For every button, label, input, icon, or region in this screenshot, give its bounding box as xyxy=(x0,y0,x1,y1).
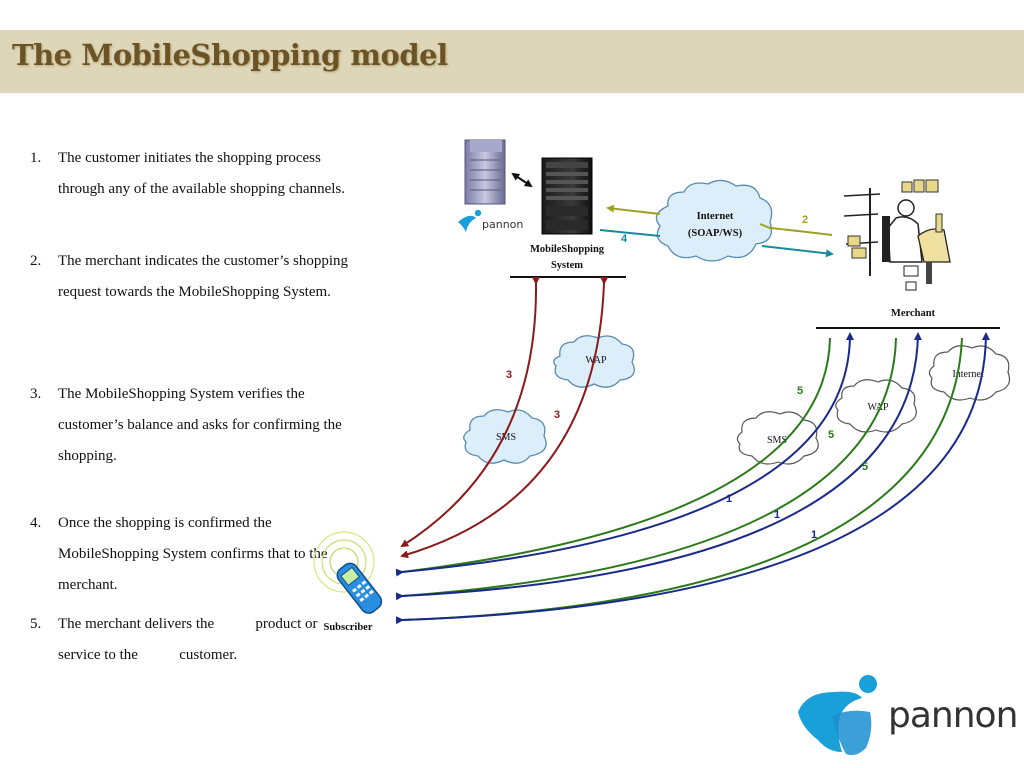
internet-soap-label-1: Internet xyxy=(697,211,734,222)
subscriber-label: Subscriber xyxy=(323,622,372,633)
flow-arrow-5c xyxy=(401,337,963,621)
pannon-small-logo-icon: pannon xyxy=(458,209,523,232)
step-number-label-3b: 3 xyxy=(554,409,560,421)
step-number-label-1a: 1 xyxy=(726,493,732,505)
step-number-label-3a: 3 xyxy=(506,369,512,381)
step-number-label-1c: 1 xyxy=(811,529,817,541)
flow-arrow-4 xyxy=(599,229,832,254)
step-number-label-1b: 1 xyxy=(774,509,780,521)
title-bar: The MobileShopping model xyxy=(0,30,1024,93)
internet-soap-cloud-icon xyxy=(655,179,773,262)
mobile-phone-icon xyxy=(313,531,383,614)
step-number-label-2: 2 xyxy=(802,214,808,226)
pannon-logo-icon xyxy=(798,675,877,756)
step-number-label-4: 4 xyxy=(621,233,628,245)
step-number-label-5c: 5 xyxy=(862,461,868,473)
step-number-label-5a: 5 xyxy=(797,385,803,397)
flow-arrow-1c xyxy=(395,332,990,625)
pannon-server-icon xyxy=(464,139,506,205)
mobileshopping-server-icon xyxy=(541,157,593,235)
small-brand-text: pannon xyxy=(482,218,523,231)
merchant-shop-icon xyxy=(843,179,951,291)
internet-soap-label-2: (SOAP/WS) xyxy=(688,228,743,239)
server-link-arrow xyxy=(511,172,533,188)
pannon-brand-text: pannon xyxy=(888,695,1017,736)
flow-arrow-1b xyxy=(395,332,922,601)
system-label-line2: System xyxy=(551,260,583,271)
flow-arrow-2 xyxy=(608,208,833,236)
slide-title: The MobileShopping model xyxy=(12,38,448,72)
system-label-line1: MobileShopping xyxy=(530,244,605,255)
step-number-label-5b: 5 xyxy=(828,429,834,441)
wap-left-label: WAP xyxy=(585,355,607,366)
flow-arrow-5b xyxy=(401,337,897,597)
merchant-label: Merchant xyxy=(891,308,936,319)
